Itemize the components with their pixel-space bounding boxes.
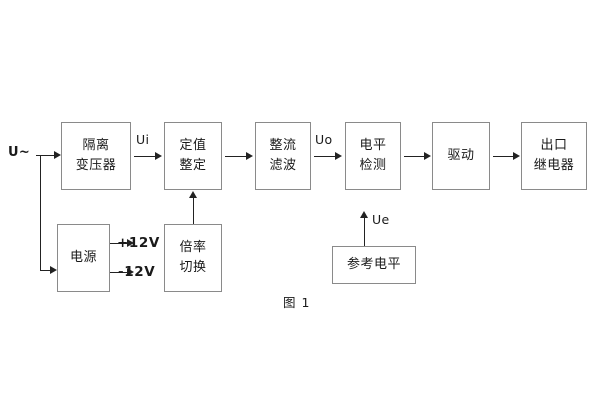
signal-label-ue: Ue [372, 212, 390, 227]
block-level-detection: 电平 检测 [345, 122, 401, 190]
block-line: 整流 [269, 137, 297, 153]
block-line: 切换 [179, 260, 207, 275]
block-line: 电平 [359, 137, 387, 153]
block-line: 变压器 [75, 158, 117, 173]
input-voltage-label: U~ [8, 145, 31, 160]
block-power-supply: 电源 [57, 224, 110, 292]
block-line: 驱动 [447, 147, 475, 163]
figure-caption: 图 1 [283, 295, 311, 310]
block-output-relay: 出口 继电器 [521, 122, 587, 190]
input-bus-vertical [40, 155, 41, 270]
block-line: 出口 [540, 137, 568, 153]
block-setting-adjustment: 定值 整定 [164, 122, 222, 190]
block-driver: 驱动 [432, 122, 490, 190]
block-line: 倍率 [179, 239, 207, 255]
block-line: 整定 [179, 158, 207, 173]
signal-label-ui: Ui [136, 132, 150, 147]
label-negative-rail: -12V [118, 264, 156, 280]
block-line: 参考电平 [346, 256, 401, 272]
block-line: 定值 [179, 137, 207, 153]
block-isolation-transformer: 隔离 变压器 [61, 122, 131, 190]
signal-label-uo: Uo [315, 132, 333, 147]
block-line: 检测 [359, 158, 387, 173]
input-bus-stub [36, 155, 42, 156]
block-rectifier-filter: 整流 滤波 [255, 122, 311, 190]
block-line: 滤波 [269, 158, 297, 173]
label-positive-rail: +12V [117, 235, 160, 251]
block-reference-level: 参考电平 [332, 246, 416, 284]
block-multiplier-switch: 倍率 切换 [164, 224, 222, 292]
block-line: 电源 [69, 249, 97, 265]
block-line: 隔离 [82, 137, 110, 153]
block-line: 继电器 [533, 158, 575, 173]
